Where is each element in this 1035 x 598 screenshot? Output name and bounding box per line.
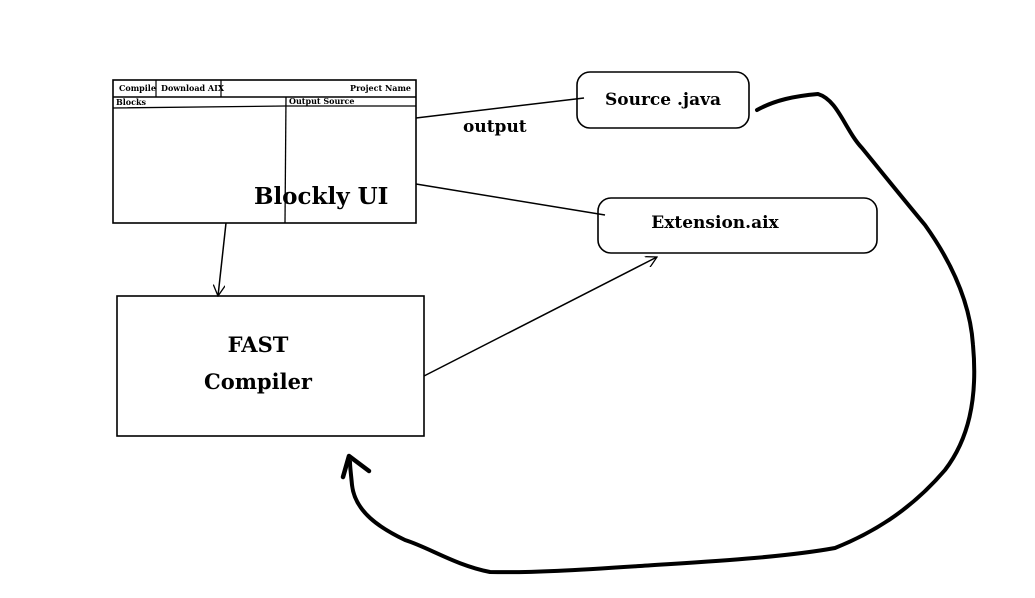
fast-compiler-label-line1: FAST [228,332,289,357]
feedback-loop-arrowhead [340,453,372,480]
download-aix-tab: Download AIX [161,83,225,93]
arrow-fast-compiler-to-extension-aix [423,257,657,377]
blockly-ui-node: Compile Download AIX Project Name Blocks… [112,79,417,224]
fast-compiler-label-line2: Compiler [204,369,313,394]
fast-compiler-box [116,295,425,437]
blockly-ui-title: Blockly UI [254,183,388,210]
compile-tab: Compile [119,83,156,93]
arrow-blockly-to-fast-compiler [218,222,227,296]
source-java-node: Source .java [576,71,750,129]
project-name-label: Project Name [350,83,411,93]
blocks-pane-label: Blocks [116,97,147,107]
pane-split [284,96,287,224]
fast-compiler-node: FAST Compiler [116,295,425,437]
extension-aix-label: Extension.aix [651,213,779,233]
edge-output-label: output [463,117,527,137]
source-java-box [576,71,750,129]
extension-aix-box [597,197,878,254]
output-source-pane-label: Output Source [289,96,354,106]
edge-blockly-to-source-java [415,97,585,119]
blockly-ui-frame [112,79,417,224]
pane-header-divider [112,105,416,109]
extension-aix-node: Extension.aix [597,197,878,254]
edge-blockly-to-extension-aix [415,183,606,216]
source-java-label: Source .java [605,90,721,110]
feedback-loop-source-java-to-fast-compiler [348,92,977,575]
